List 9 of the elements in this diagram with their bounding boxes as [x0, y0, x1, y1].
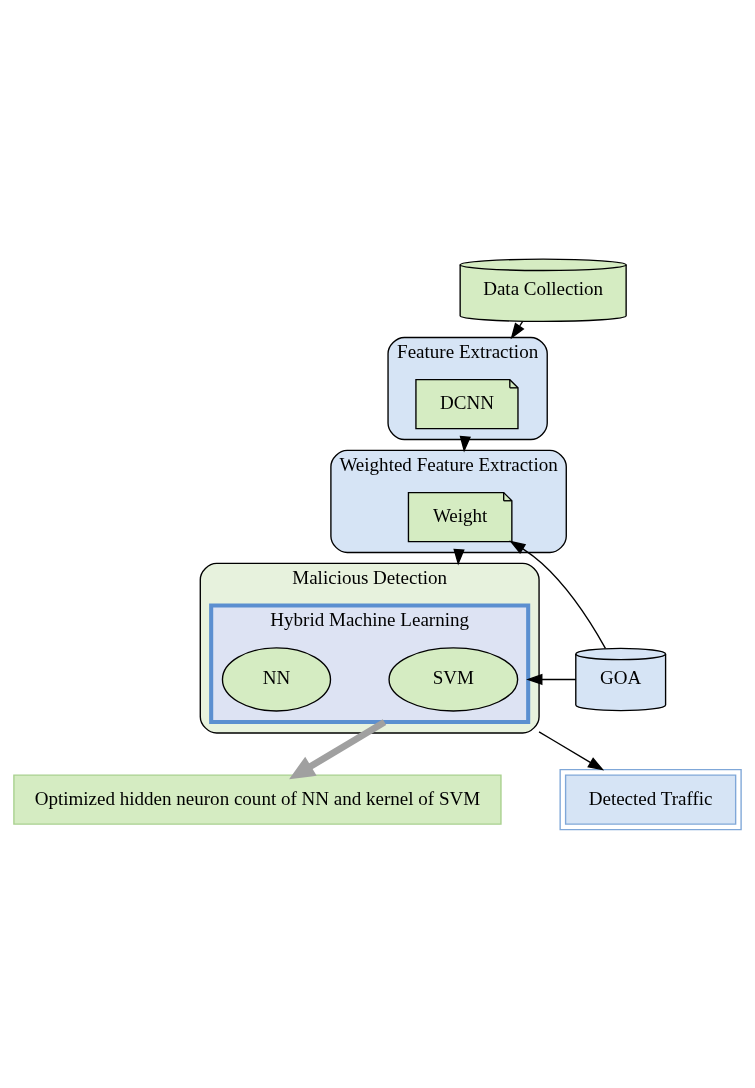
arrow	[538, 730, 605, 771]
arrow	[510, 320, 525, 339]
arrow	[526, 673, 577, 685]
arrow	[509, 540, 607, 649]
arrow	[289, 718, 387, 779]
node-ellipse: NN	[221, 646, 332, 712]
node-box: Detected Traffic	[559, 768, 742, 830]
node-box: Optimized hidden neuron count of NN and kernel of SVM	[13, 773, 502, 825]
node-ellipse: SVM	[388, 646, 519, 712]
